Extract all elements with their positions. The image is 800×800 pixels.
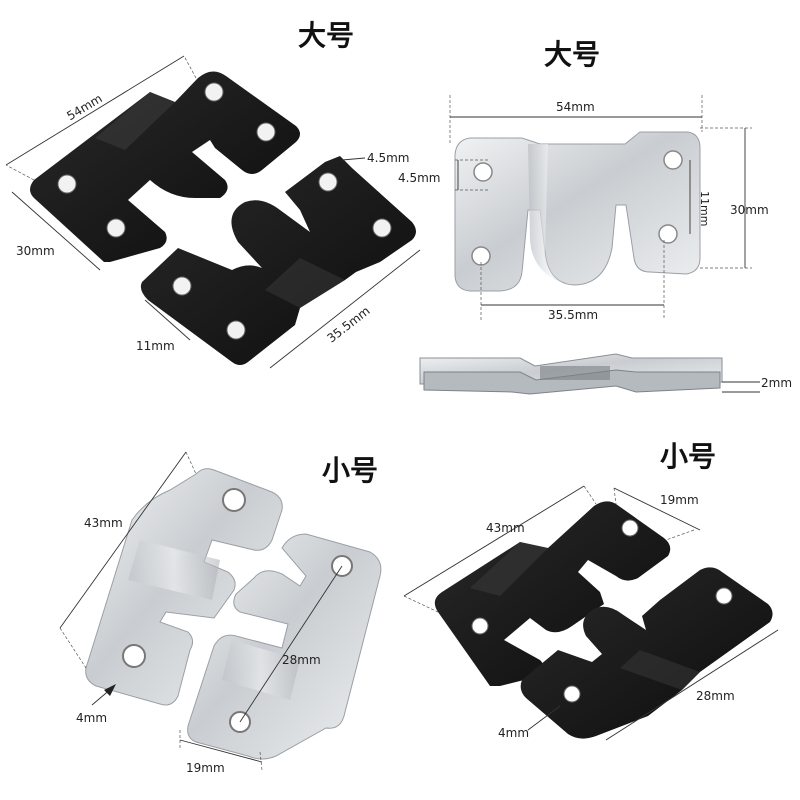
large-silver-length-label: 35.5mm	[548, 308, 598, 322]
large-silver-height-label: 30mm	[730, 203, 769, 217]
large-silver-bracket	[454, 131, 701, 292]
small-silver-right-plate	[187, 533, 382, 760]
large-black-length-label: 35.5mm	[324, 304, 372, 346]
small-black-span-label: 28mm	[696, 689, 735, 703]
small-silver-span-label: 28mm	[282, 653, 321, 667]
large-black-upper-plate	[30, 71, 300, 262]
small-silver-width-label: 19mm	[186, 761, 225, 775]
large-black-bracket	[30, 71, 416, 365]
title-large-right: 大号	[544, 38, 600, 71]
title-small-right: 小号	[660, 440, 716, 473]
large-side-view: 2mm	[419, 353, 792, 395]
large-silver-width-label: 54mm	[556, 100, 595, 114]
large-side-thickness-label: 2mm	[761, 376, 792, 390]
large-silver-plate	[454, 131, 701, 292]
large-silver-dimensions: 54mm 4.5mm 11mm 30mm 35.5mm	[398, 95, 769, 322]
small-black-dimensions: 43mm 19mm 28mm 4mm	[403, 485, 779, 741]
large-silver-hole-label: 4.5mm	[398, 171, 440, 185]
large-black-height-label: 30mm	[16, 244, 55, 258]
large-black-width-label: 54mm	[64, 91, 104, 123]
small-black-bracket	[434, 501, 773, 739]
small-silver-hole-label: 4mm	[76, 711, 107, 725]
title-large-left: 大号	[298, 19, 354, 52]
large-black-hole-spacing-label: 11mm	[136, 339, 175, 353]
small-silver-dimensions: 43mm 28mm 4mm 19mm	[59, 451, 343, 775]
title-small-left: 小号	[322, 454, 378, 487]
small-black-width-label: 19mm	[660, 493, 699, 507]
small-silver-bracket	[85, 468, 382, 760]
small-black-hole-label: 4mm	[498, 726, 529, 740]
small-silver-height-label: 43mm	[84, 516, 123, 530]
large-black-lower-plate	[140, 156, 416, 365]
small-black-upper-plate	[434, 501, 671, 686]
large-black-hole-label: 4.5mm	[367, 151, 409, 165]
small-black-height-label: 43mm	[486, 521, 525, 535]
large-silver-hole-spacing-label: 11mm	[698, 191, 711, 226]
